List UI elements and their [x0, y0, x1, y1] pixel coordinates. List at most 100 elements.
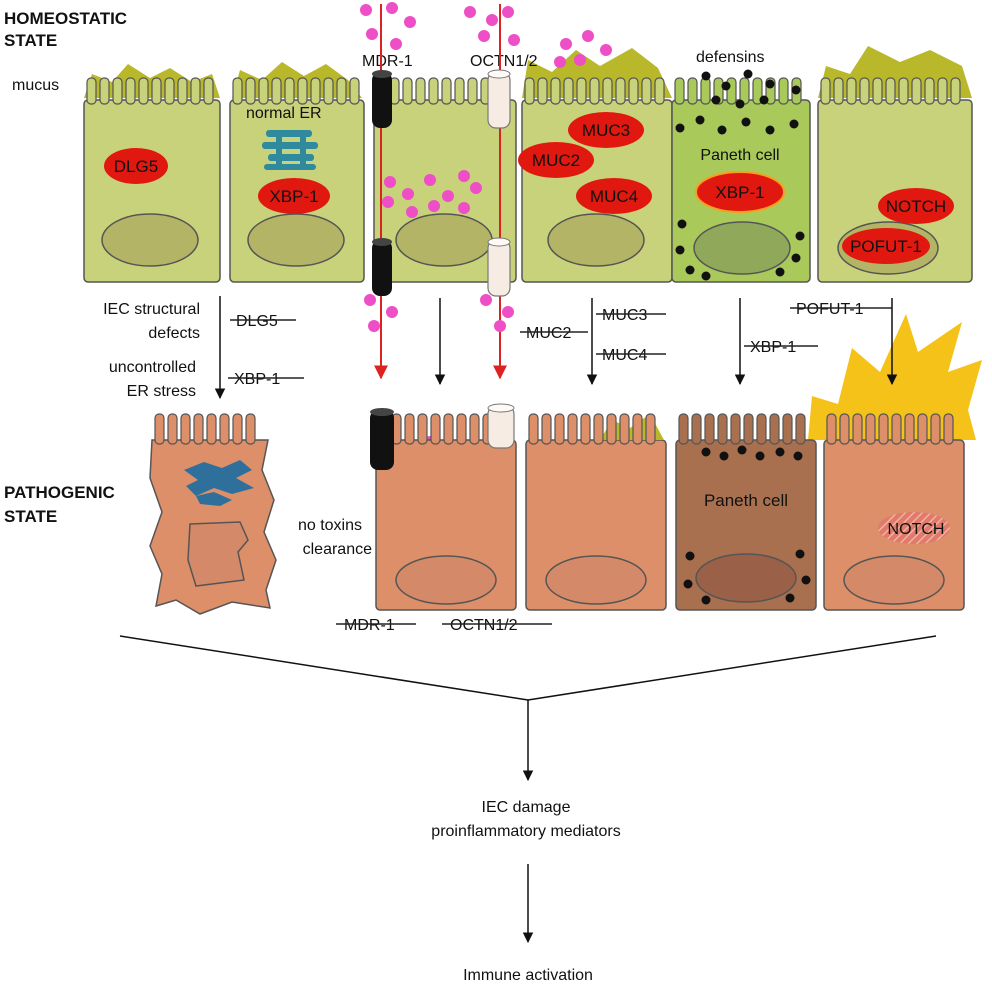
xbp1-label: XBP-1 — [269, 187, 318, 206]
defensins-label: defensins — [696, 49, 765, 66]
mdr1-label: MDR-1 — [362, 53, 413, 70]
homeostatic-heading: HOMEOSTATIC — [4, 9, 127, 28]
pathogenic-heading-2: STATE — [4, 507, 57, 526]
nucleus — [395, 555, 497, 605]
microvillus — [593, 413, 604, 445]
defensin-dot — [701, 71, 711, 81]
microvillus — [404, 413, 415, 445]
microvillus — [180, 413, 191, 445]
microvillus — [678, 413, 689, 445]
xbp1-paneth-struck-label: XBP-1 — [750, 339, 796, 356]
microvillus — [898, 77, 909, 105]
toxin-dot — [600, 44, 612, 56]
microvillus — [846, 77, 857, 105]
toxin-dot — [368, 320, 380, 332]
nucleus — [101, 213, 199, 267]
defensin-dot — [801, 575, 811, 585]
defensin-dot — [755, 451, 765, 461]
microvillus — [467, 77, 478, 105]
mdr1-transporter-icon — [372, 70, 392, 128]
defensin-dot — [795, 231, 805, 241]
microvillus — [756, 413, 767, 445]
toxin-dot — [384, 176, 396, 188]
microvillus — [537, 77, 548, 105]
nucleus — [545, 555, 647, 605]
muc2-label: MUC2 — [532, 151, 580, 170]
microvillus — [99, 77, 110, 105]
microvillus — [878, 413, 889, 445]
xbp1-paneth-protein — [695, 171, 785, 213]
defensin-dot — [765, 79, 775, 89]
microvillus — [86, 77, 97, 105]
microvillus — [454, 77, 465, 105]
defensin-granules — [683, 445, 811, 605]
proinflammatory-label: proinflammatory mediators — [431, 823, 620, 840]
microvillus — [232, 77, 243, 105]
microvillus — [717, 413, 728, 445]
nucleus — [547, 213, 645, 267]
octn-struck-label: OCTN1/2 — [450, 617, 518, 634]
microvillus — [852, 413, 863, 445]
octn-label: OCTN1/2 — [470, 53, 538, 70]
microvillus — [310, 77, 321, 105]
microvillus — [924, 77, 935, 105]
microvillus — [541, 413, 552, 445]
iec-damage-label: IEC damage — [482, 799, 571, 816]
defensin-dot — [765, 125, 775, 135]
muc2-struck-label: MUC2 — [526, 325, 571, 342]
defensin-dot — [775, 267, 785, 277]
microvillus — [232, 413, 243, 445]
microvillus — [645, 413, 656, 445]
toxin-dot — [390, 38, 402, 50]
defensin-dot — [785, 593, 795, 603]
defensin-dot — [741, 117, 751, 127]
no-toxins-label-2: clearance — [303, 541, 372, 558]
microvillus — [839, 413, 850, 445]
immune-activation-label: Immune activation — [463, 967, 593, 984]
octn-transporter-icon — [487, 403, 515, 449]
microvillus — [606, 413, 617, 445]
notch-degraded-label: NOTCH — [888, 521, 945, 538]
toxin-dot — [554, 56, 566, 68]
notch-label: NOTCH — [886, 197, 946, 216]
microvillus — [441, 77, 452, 105]
microvillus — [700, 77, 711, 105]
microvillus — [687, 77, 698, 105]
toxin-dot — [574, 54, 586, 66]
toxin-dot — [386, 2, 398, 14]
microvillus — [415, 77, 426, 105]
microvillus — [428, 77, 439, 105]
microvilli-top — [86, 77, 961, 105]
toxin-dot — [428, 200, 440, 212]
mdr1-transporter-icon — [370, 408, 394, 470]
microvillus — [258, 77, 269, 105]
muc3-protein — [568, 112, 644, 148]
microvillus — [619, 413, 630, 445]
toxin-dot — [582, 30, 594, 42]
microvillus — [911, 77, 922, 105]
nucleus — [843, 555, 945, 605]
mucus-label: mucus — [12, 77, 59, 94]
microvillus — [151, 77, 162, 105]
microvillus — [138, 77, 149, 105]
microvillus — [795, 413, 806, 445]
microvillus — [193, 413, 204, 445]
no-toxins-label: no toxins — [298, 517, 362, 534]
dlg5-struck-label: DLG5 — [236, 313, 278, 330]
microvillus — [567, 413, 578, 445]
mdr1-struck-label: MDR-1 — [344, 617, 395, 634]
pathogenic-heading: PATHOGENIC — [4, 483, 115, 502]
toxin-dot — [494, 320, 506, 332]
toxin-dot — [502, 6, 514, 18]
microvillus — [528, 413, 539, 445]
paneth-cell-path-label: Paneth cell — [704, 491, 788, 510]
toxin-dot — [480, 294, 492, 306]
microvillus — [704, 413, 715, 445]
defensin-dot — [695, 115, 705, 125]
microvillus — [904, 413, 915, 445]
microvillus — [950, 77, 961, 105]
microvillus — [167, 413, 178, 445]
microvillus — [402, 77, 413, 105]
microvillus — [336, 77, 347, 105]
